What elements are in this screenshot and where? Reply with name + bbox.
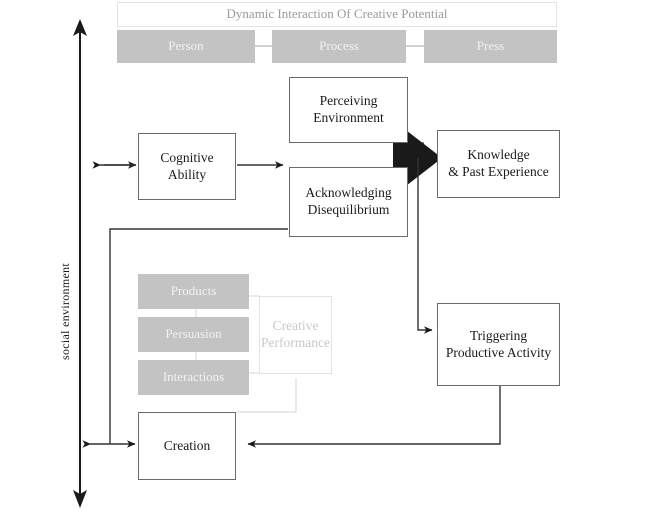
header-segment-press[interactable]: Press bbox=[424, 30, 557, 63]
perceiving-environment-line1: Perceiving bbox=[319, 93, 378, 109]
node-persuasion[interactable]: Persuasion bbox=[138, 317, 249, 352]
header-segment-process[interactable]: Process bbox=[272, 30, 406, 63]
triggering-line1: Triggering bbox=[469, 327, 528, 343]
node-triggering-productive-activity[interactable]: Triggering Productive Activity bbox=[437, 303, 560, 386]
pillar-to-performance-connectors bbox=[249, 295, 259, 374]
perceiving-environment-line2: Environment bbox=[313, 110, 384, 125]
node-cognitive-ability[interactable]: Cognitive Ability bbox=[138, 133, 236, 200]
cognitive-ability-line1: Cognitive bbox=[160, 149, 214, 165]
node-knowledge-past-experience[interactable]: Knowledge & Past Experience bbox=[437, 130, 560, 198]
node-acknowledging-disequilibrium[interactable]: Acknowledging Disequilibrium bbox=[289, 167, 408, 237]
node-perceiving-environment[interactable]: Perceiving Environment bbox=[289, 77, 408, 143]
triggering-to-creation-line bbox=[247, 386, 501, 448]
header-banner: Dynamic Interaction Of Creative Potentia… bbox=[117, 2, 557, 27]
header-segment-person[interactable]: Person bbox=[117, 30, 255, 63]
social-environment-axis-arrow bbox=[73, 19, 87, 508]
cognitive-ability-line2: Ability bbox=[167, 166, 207, 182]
acknowledging-line2: Disequilibrium bbox=[307, 202, 390, 217]
node-interactions[interactable]: Interactions bbox=[138, 360, 249, 395]
triggering-line2: Productive Activity bbox=[445, 344, 552, 360]
acknowledging-line1: Acknowledging bbox=[305, 185, 392, 201]
node-products[interactable]: Products bbox=[138, 274, 249, 309]
node-creation[interactable]: Creation bbox=[138, 412, 236, 480]
social-environment-label: social environment bbox=[58, 262, 72, 360]
knowledge-to-triggering-line bbox=[417, 158, 433, 334]
creative-performance-line1: Creative bbox=[272, 318, 319, 334]
creative-performance-line2: Performance bbox=[261, 335, 330, 350]
node-creative-performance[interactable]: Creative Performance bbox=[259, 296, 332, 374]
knowledge-line1: Knowledge bbox=[467, 147, 530, 163]
knowledge-line2: & Past Experience bbox=[448, 164, 549, 179]
